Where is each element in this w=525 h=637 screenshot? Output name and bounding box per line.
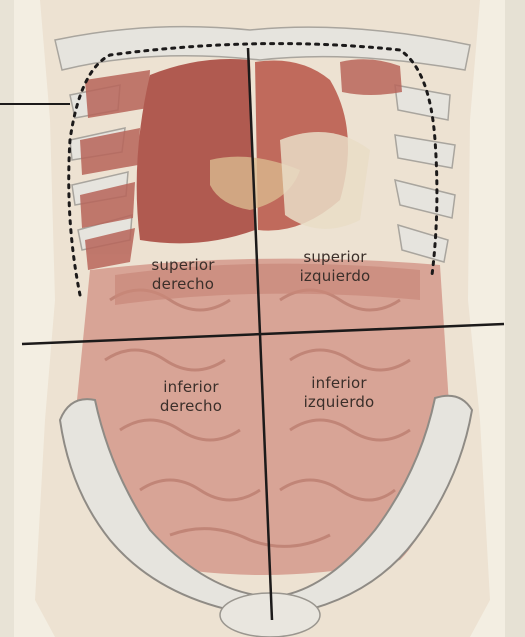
quadrant-label-line1: superior <box>128 256 238 275</box>
quadrant-label-upper-right: superior derecho <box>128 256 238 294</box>
quadrant-label-lower-right: inferior derecho <box>136 378 246 416</box>
page-edge-left <box>0 0 14 637</box>
quadrant-label-line1: inferior <box>136 378 246 397</box>
quadrant-label-line2: derecho <box>136 397 246 416</box>
quadrant-label-line1: inferior <box>284 374 394 393</box>
quadrant-label-line1: superior <box>280 248 390 267</box>
page-edge-right <box>505 0 525 637</box>
quadrant-label-upper-left: superior izquierdo <box>280 248 390 286</box>
quadrant-label-line2: derecho <box>128 275 238 294</box>
quadrant-label-line2: izquierdo <box>280 267 390 286</box>
quadrant-label-line2: izquierdo <box>284 393 394 412</box>
pancreas-area <box>280 132 370 229</box>
liver <box>137 59 255 243</box>
quadrant-label-lower-left: inferior izquierdo <box>284 374 394 412</box>
